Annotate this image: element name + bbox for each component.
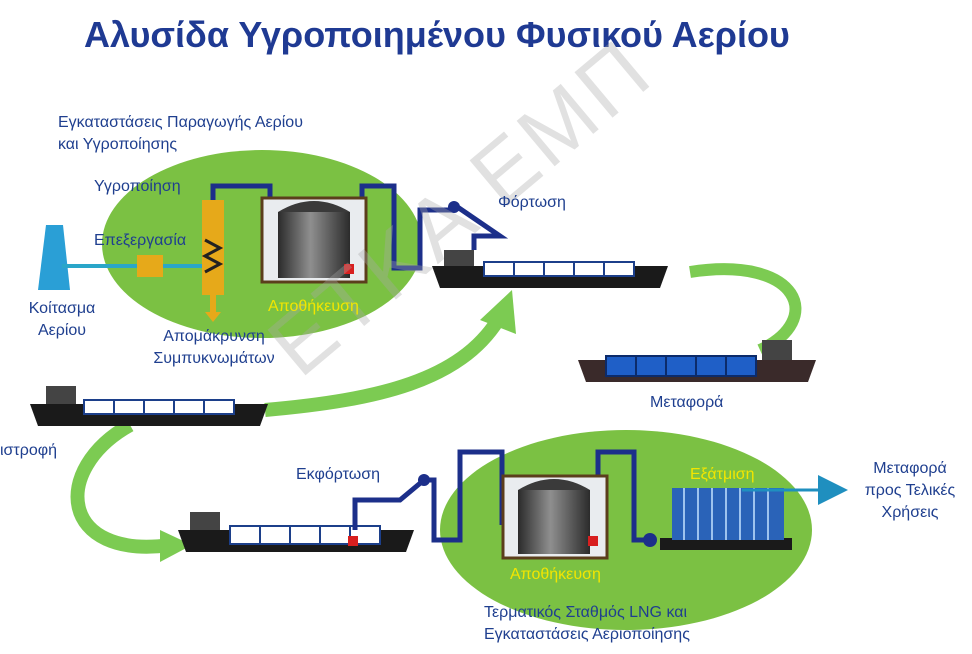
gas-field-icon [38,225,70,290]
label-liquefaction: Υγροποίηση [94,178,181,195]
label-gas-field: Κοίτασμα Αερίου [20,298,104,342]
label-production-facility: Εγκαταστάσεις Παραγωγής Αερίου και Υγροπ… [58,112,303,156]
label-storage-bottom: Αποθήκευση [510,566,601,583]
route-return-loop [70,418,171,554]
label-terminal-line1: Τερματικός Σταθμός LNG και [484,604,688,621]
label-production-facility-line1: Εγκαταστάσεις Παραγωγής Αερίου [58,114,303,131]
label-return: ιστροφή [0,442,58,459]
label-processing: Επεξεργασία [94,232,187,249]
pipe-unloading-to-storage [352,449,505,543]
label-final-transport-line1: Μεταφορά [873,460,947,477]
label-final-transport: Μεταφορά προς Τελικές Χρήσεις [852,458,968,524]
label-gas-field-line1: Κοίτασμα [28,300,96,317]
label-final-transport-line3: Χρήσεις [881,504,939,521]
label-terminal: Τερματικός Σταθμός LNG και Εγκαταστάσεις… [484,602,690,646]
label-terminal-line2: Εγκαταστάσεις Αεριοποίησης [484,626,690,643]
storage-tank-top-icon [260,196,368,284]
route-return-arrowhead [480,290,516,334]
label-unloading: Εκφόρτωση [296,466,380,483]
label-final-transport-line2: προς Τελικές [864,482,956,499]
page-title: Αλυσίδα Υγροποιημένου Φυσικού Αερίου [84,14,790,55]
ship-return-icon [30,386,268,426]
label-condensate-removal-line1: Απομάκρυνση [163,328,265,345]
label-gas-field-line2: Αερίου [37,322,87,339]
route-loading-to-transport [689,263,802,356]
label-transport: Μεταφορά [650,394,724,411]
storage-tank-bottom-icon [501,474,609,560]
pipe-storage-to-loading [359,183,452,271]
label-condensate-removal: Απομάκρυνση Συμπυκνωμάτων [144,326,284,370]
label-loading: Φόρτωση [498,194,566,211]
processing-unit-icon [137,255,163,277]
label-condensate-removal-line2: Συμπυκνωμάτων [153,350,275,367]
route-loop-arrowhead [160,530,192,562]
label-storage-top: Αποθήκευση [268,298,359,315]
ship-unloading-icon [178,512,414,552]
ship-loading-icon [432,250,668,288]
vaporizer-icon [660,488,792,550]
ship-transport-icon [578,340,816,382]
label-production-facility-line2: και Υγροποίησης [58,136,178,153]
label-vaporization: Εξάτμιση [690,466,755,483]
route-return-arrow [264,316,504,417]
